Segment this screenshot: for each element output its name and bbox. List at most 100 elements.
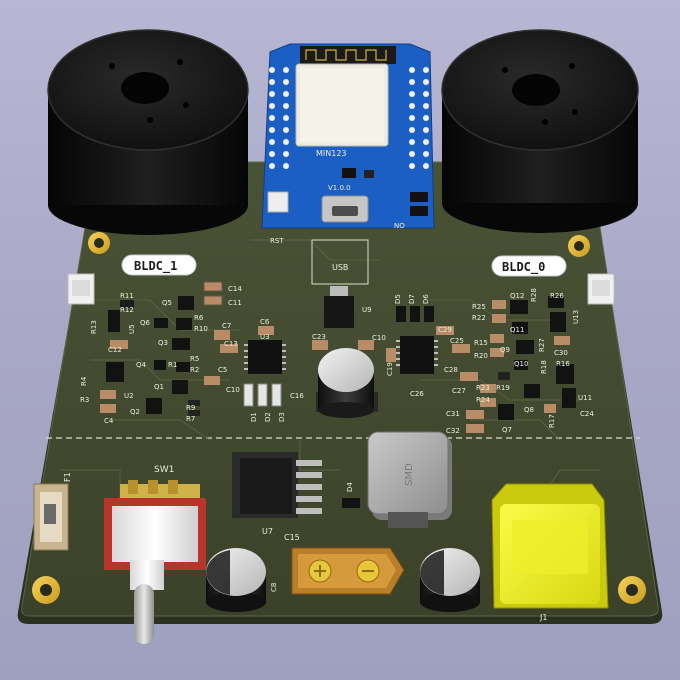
xt60-label: C15: [284, 533, 300, 542]
label-r24: R24: [476, 396, 490, 404]
module-pin-row-left: [269, 67, 289, 169]
label-c14: C14: [228, 285, 242, 293]
label-u5: U5: [128, 324, 136, 334]
mounting-hole-bottom-left: [32, 576, 60, 604]
smd-parts-center: [312, 286, 470, 362]
label-c30: C30: [554, 349, 568, 357]
label-c19: C19: [386, 362, 394, 376]
label-q7: Q7: [502, 426, 512, 434]
usb-label: USB: [332, 263, 348, 272]
capacitor-c16: [316, 348, 378, 418]
label-c25: C25: [450, 337, 464, 345]
esp-module: MIN123 V1.0.0 NO: [261, 43, 435, 230]
label-c6: C6: [260, 318, 270, 326]
label-q11: Q11: [510, 326, 524, 334]
label-q8: Q8: [524, 406, 534, 414]
mounting-hole-top-right: [568, 235, 590, 257]
label-d2: D2: [264, 412, 272, 422]
inductor-label: SMD: [404, 463, 415, 486]
label-c10b: C10: [372, 334, 386, 342]
label-r6: R6: [194, 314, 204, 322]
label-q6: Q6: [140, 319, 151, 327]
pcb-traces: [60, 239, 600, 520]
label-r27: R27: [538, 338, 546, 352]
bldc-left-badge: BLDC_1: [121, 254, 197, 276]
label-r19: R19: [496, 384, 510, 392]
regulator-u7: U7: [232, 452, 322, 536]
fuse-holder-f1: F1: [33, 472, 72, 551]
label-c10: C10: [226, 386, 240, 394]
label-q12: Q12: [510, 292, 524, 300]
bldc-motor-left: [47, 29, 249, 235]
label-c28: C28: [444, 366, 458, 374]
label-d7: D7: [408, 294, 416, 304]
label-u9: U9: [362, 306, 372, 314]
connector-j1[interactable]: J1: [491, 483, 609, 622]
label-d6: D6: [422, 294, 430, 304]
label-r22: R22: [472, 314, 486, 322]
regulator-label: U7: [262, 527, 273, 536]
label-u11: U11: [578, 394, 592, 402]
label-r10: R10: [194, 325, 208, 333]
bldc-right-label: BLDC_0: [502, 260, 545, 275]
label-r9: R9: [186, 404, 195, 412]
label-q10: Q10: [514, 360, 528, 368]
label-d5: D5: [394, 294, 402, 304]
label-r18: R18: [540, 360, 548, 374]
label-r15: R15: [474, 339, 488, 347]
label-r20: R20: [474, 352, 488, 360]
bldc-left-label: BLDC_1: [134, 259, 177, 274]
label-u3: U3: [260, 333, 270, 341]
label-r17: R17: [548, 414, 556, 428]
switch-label: SW1: [154, 465, 174, 475]
label-c4: C4: [104, 417, 114, 425]
label-c27: C27: [452, 387, 466, 395]
label-u2: U2: [124, 392, 134, 400]
label-c5: C5: [218, 366, 227, 374]
label-c24: C24: [580, 410, 594, 418]
label-r28: R28: [530, 288, 538, 302]
label-c13: C13: [224, 340, 238, 348]
label-c16: C16: [290, 392, 304, 400]
module-name-label: MIN123: [316, 149, 347, 158]
label-c11: C11: [228, 299, 242, 307]
label-r23: R23: [476, 384, 490, 392]
usb-outline: [311, 239, 369, 285]
label-r7: R7: [186, 415, 195, 423]
mounting-hole-top-left: [88, 232, 110, 254]
silk-labels: R11 C14 C11 R12 R13 U5 Q6 Q5 R6 R10 C7 C…: [80, 285, 594, 435]
label-u13: U13: [572, 310, 580, 324]
label-d3: D3: [278, 412, 286, 422]
label-c12: C12: [108, 346, 122, 354]
toggle-switch-sw1[interactable]: SW1: [104, 465, 206, 644]
label-q1: Q1: [154, 383, 164, 391]
label-q9: Q9: [500, 346, 510, 354]
fuse-label: F1: [63, 472, 72, 482]
diode-d4: D4: [342, 482, 360, 508]
capacitor-right-bottom: [420, 548, 480, 612]
motor-connector-left: [67, 273, 95, 305]
label-r4: R4: [80, 376, 88, 386]
label-c8: C8: [270, 583, 278, 592]
ic-u3: [248, 340, 282, 374]
label-r2: R2: [190, 366, 199, 374]
connector-label: J1: [539, 613, 547, 622]
label-r12: R12: [120, 306, 134, 314]
label-r11: R11: [120, 292, 134, 300]
xt60-power-connector[interactable]: C15: [284, 533, 405, 595]
capacitor-c8: C8: [206, 548, 278, 612]
label-q2: Q2: [130, 408, 140, 416]
label-r5: R5: [190, 355, 199, 363]
smd-parts-left: [100, 281, 286, 416]
module-version-label: V1.0.0: [328, 184, 351, 192]
label-q3: Q3: [158, 339, 168, 347]
label-r13: R13: [90, 320, 98, 334]
label-d4: D4: [346, 482, 354, 492]
label-c31: C31: [446, 410, 460, 418]
bldc-motor-right: [441, 29, 639, 233]
label-c29: C29: [438, 326, 452, 334]
label-q5: Q5: [162, 299, 172, 307]
label-r25: R25: [472, 303, 486, 311]
inductor-smd: SMD: [367, 431, 452, 528]
